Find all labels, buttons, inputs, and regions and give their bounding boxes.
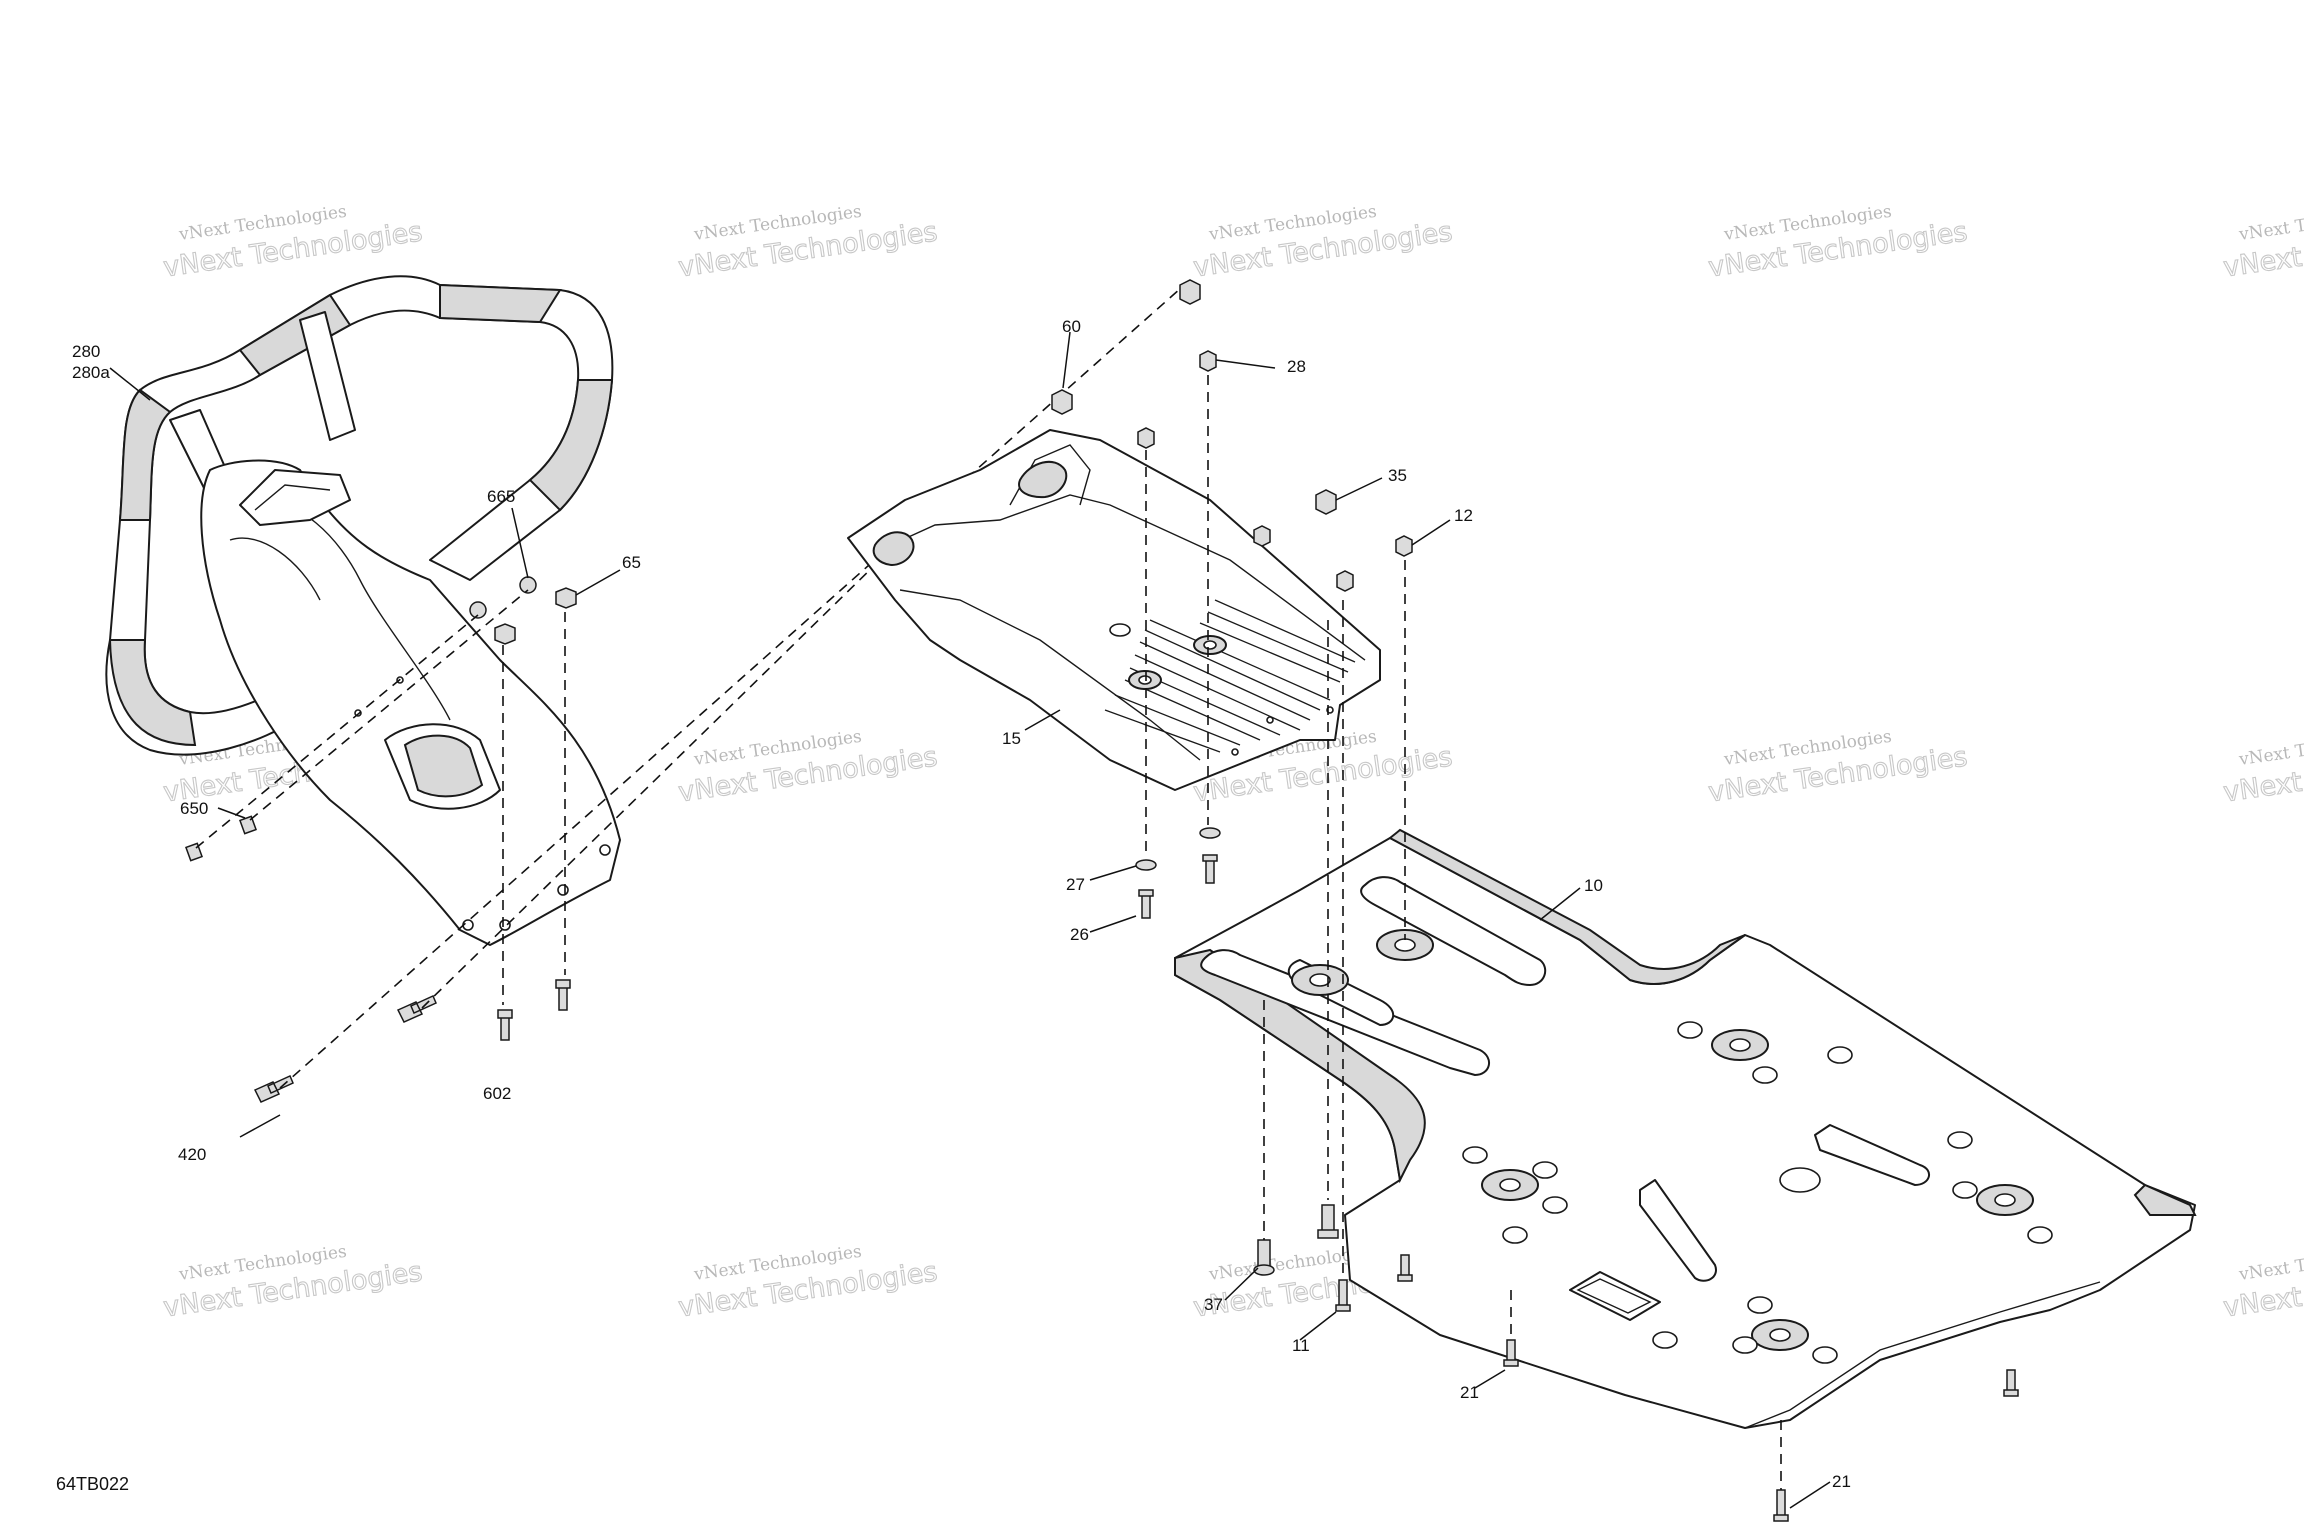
nut-65 — [494, 623, 516, 645]
watermark: vNext Technologies vNext Technologies — [1706, 727, 1970, 809]
callout-10: 10 — [1584, 876, 1603, 895]
nut-28 — [1199, 350, 1217, 372]
front-bumper-part — [105, 275, 621, 946]
watermark: vNext Technologies vNext Technologies — [676, 1242, 940, 1324]
callout-21: 21 — [1460, 1383, 1479, 1402]
watermark: vNext Technologies vNext Technologies — [2221, 727, 2304, 809]
callout-35: 35 — [1388, 466, 1407, 485]
bolt-11 — [1335, 1279, 1351, 1312]
watermark: vNext Technologies vNext Technologies — [161, 202, 425, 284]
callout-60: 60 — [1062, 317, 1081, 336]
washer-37 — [1253, 1264, 1275, 1276]
callout-12: 12 — [1454, 506, 1473, 525]
clip-650 — [185, 842, 203, 862]
callout-labels: 280 280a 665 65 650 602 420 60 28 35 12 … — [72, 317, 1851, 1491]
washer-27 — [1199, 827, 1221, 839]
watermark-text: vNext Technologies — [2237, 202, 2304, 245]
bolt-21 — [1503, 1339, 1519, 1367]
callout-420: 420 — [178, 1145, 206, 1164]
nut-12 — [1395, 535, 1413, 557]
watermark: vNext Technologies vNext Technologies — [676, 727, 940, 809]
nut-665 — [469, 601, 487, 619]
callout-280: 280 — [72, 342, 100, 361]
bumper-assembly-lines — [195, 279, 1191, 1089]
callout-26: 26 — [1070, 925, 1089, 944]
nut-28 — [1137, 427, 1155, 449]
bolt-420 — [253, 1075, 294, 1103]
bolt-21 — [1773, 1489, 1789, 1522]
nut-60 — [1179, 279, 1201, 305]
watermark-text: vNext Technologies — [2237, 1242, 2304, 1285]
nut-60 — [1051, 389, 1073, 415]
leader-lines — [109, 331, 1831, 1509]
callout-11: 11 — [1292, 1336, 1310, 1355]
watermark: vNext Technologies vNext Technologies — [1191, 202, 1455, 284]
callout-27: 27 — [1066, 875, 1085, 894]
callout-65: 65 — [622, 553, 641, 572]
lower-skid-hardware — [1253, 1204, 2019, 1522]
nut-35 — [1253, 525, 1271, 547]
callout-28: 28 — [1287, 357, 1306, 376]
nut-12 — [1336, 570, 1354, 592]
upper-skid-hardware — [1051, 279, 1413, 919]
clip-650 — [239, 815, 257, 835]
figure-code: 64TB022 — [56, 1474, 130, 1494]
bolt-420 — [396, 995, 437, 1023]
bolt-11 — [1397, 1254, 1413, 1282]
upper-skid-assembly-lines — [1145, 375, 1209, 855]
nut-65 — [555, 587, 577, 609]
washer-27 — [1135, 859, 1157, 871]
bolt-26 — [1138, 889, 1154, 919]
watermark: vNext Technologies vNext Technologies — [676, 202, 940, 284]
callout-21: 21 — [1832, 1472, 1851, 1491]
callout-280a: 280a — [72, 363, 110, 382]
callout-665: 665 — [487, 487, 515, 506]
lower-skid-plate-part — [1174, 828, 2197, 1429]
bolt-21 — [2003, 1369, 2019, 1397]
bolt-602 — [497, 1009, 513, 1041]
bumper-hardware — [185, 576, 577, 1103]
watermark: vNext Technologies vNext Technologies — [161, 1242, 425, 1324]
watermark: vNext Technologies vNext Technologies — [2221, 202, 2304, 284]
watermark: vNext Technologies vNext Technologies — [2221, 1242, 2304, 1324]
callout-15: 15 — [1002, 729, 1021, 748]
bolt-37 — [1317, 1204, 1339, 1239]
upper-skid-plate-part — [847, 429, 1381, 791]
nut-35 — [1315, 489, 1337, 515]
callout-602: 602 — [483, 1084, 511, 1103]
bolt-26 — [1202, 854, 1218, 884]
lower-skid-assembly-lines — [1263, 560, 1782, 1490]
watermark: vNext Technologies vNext Technologies — [1706, 202, 1970, 284]
skid-ribs — [1104, 599, 1356, 753]
callout-650: 650 — [180, 799, 208, 818]
watermark-text: vNext Technologies — [2237, 727, 2304, 770]
bolt-602 — [555, 979, 571, 1011]
callout-37: 37 — [1204, 1295, 1223, 1314]
